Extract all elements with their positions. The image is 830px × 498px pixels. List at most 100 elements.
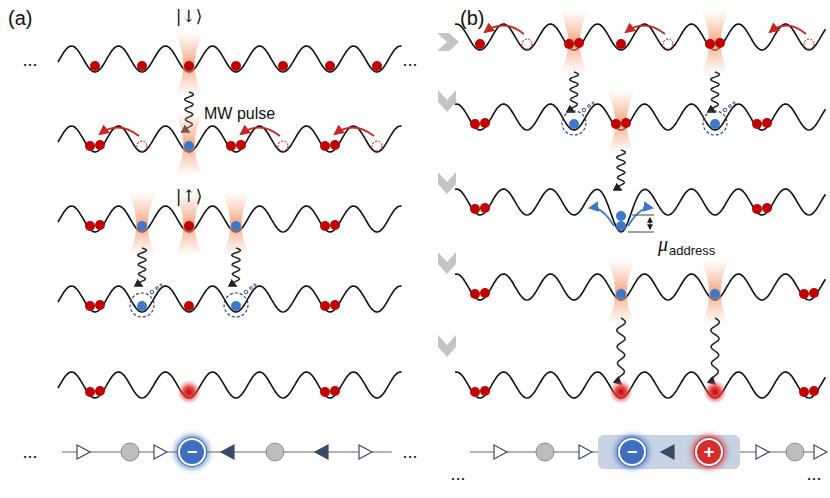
tunneling-arrow: [628, 208, 652, 226]
link-triangle: [579, 445, 592, 459]
text-label: ...: [450, 464, 465, 484]
subscript: address: [669, 243, 715, 258]
tunneling-arrow: [770, 25, 806, 34]
atom: [809, 288, 819, 298]
atom: [85, 387, 95, 397]
vacuum-site: [786, 443, 804, 461]
loss-particle: [250, 287, 253, 290]
addressing-beam: [175, 32, 203, 96]
loss-particle: [582, 108, 586, 112]
atom: [85, 141, 95, 151]
atom: [226, 141, 236, 151]
heating-halo: [562, 111, 586, 135]
atom: [475, 39, 485, 49]
empty-site: [663, 39, 673, 49]
empty-site: [372, 141, 382, 151]
tunneling-arrow: [590, 208, 614, 226]
fluorescing-atom: [177, 380, 201, 404]
lattice-potential: [455, 372, 826, 398]
atom: [184, 61, 194, 71]
atom: [320, 387, 330, 397]
link-triangle: [77, 445, 90, 459]
label-box: (a): [8, 7, 32, 30]
atom: [231, 301, 241, 311]
panel-label: (a): [8, 7, 32, 29]
energy-arrow: [650, 218, 651, 229]
atom: [470, 387, 480, 397]
charge-circle: +: [695, 438, 723, 466]
atom: [752, 204, 762, 214]
atom: [325, 61, 335, 71]
atom: [184, 141, 194, 151]
label-box: |↓⟩: [176, 6, 203, 26]
addressing-beam: [701, 260, 729, 324]
atom: [799, 387, 809, 397]
atom: [95, 140, 105, 150]
heating-halo: [703, 111, 727, 135]
addressing-beam: [560, 10, 588, 74]
panel-label: (b): [460, 7, 484, 29]
lattice-potential: [455, 104, 826, 130]
label-box: ...: [806, 464, 821, 485]
text-label: |↓⟩: [176, 6, 203, 26]
label-box: ...: [22, 50, 37, 71]
empty-site: [804, 39, 814, 49]
charge-circle: −: [618, 438, 646, 466]
loss-particle: [592, 102, 594, 104]
loss-particle: [150, 290, 154, 294]
atom: [320, 301, 330, 311]
link-triangle: [661, 445, 674, 459]
step-arrow: [438, 252, 456, 274]
tunneling-arrow: [485, 25, 524, 34]
link-triangle: [154, 445, 167, 459]
pair-band: [598, 435, 740, 469]
atom: [762, 118, 772, 128]
loss-particle: [733, 102, 735, 104]
atom: [184, 301, 194, 311]
loss-particle: [588, 105, 591, 108]
atom: [278, 61, 288, 71]
atom: [616, 211, 626, 221]
charge-sign: −: [627, 443, 638, 461]
addressing-beam: [607, 260, 635, 324]
atom: [330, 220, 340, 230]
charge-sign: −: [187, 443, 198, 461]
lattice-potential: [58, 126, 402, 152]
atom: [611, 119, 621, 129]
link-triangle: [221, 445, 234, 459]
microwave-arrow: [138, 248, 147, 286]
fluorescing-atom: [703, 380, 727, 404]
atom: [621, 118, 631, 128]
microwave-arrow: [711, 72, 720, 112]
atom: [705, 39, 715, 49]
loss-particle: [723, 108, 727, 112]
microwave-arrow: [570, 72, 579, 112]
atom: [231, 61, 241, 71]
level-tick: [632, 215, 654, 216]
atom: [330, 386, 340, 396]
atom: [236, 140, 246, 150]
atom: [95, 386, 105, 396]
loss-particle: [160, 284, 162, 286]
loss-particle: [254, 284, 256, 286]
lattice-potential: [58, 46, 402, 72]
text-label: ...: [22, 50, 37, 70]
atom: [616, 221, 626, 231]
atom: [330, 300, 340, 310]
atom: [320, 221, 330, 231]
empty-site: [522, 39, 532, 49]
vacuum-site: [266, 443, 284, 461]
atom: [330, 140, 340, 150]
microwave-arrow: [232, 248, 241, 286]
text-label: μ: [658, 233, 668, 255]
tunneling-arrow: [241, 127, 280, 136]
atom: [320, 141, 330, 151]
empty-site: [278, 141, 288, 151]
vacuum-site: [121, 443, 139, 461]
label-box: (b): [460, 7, 484, 30]
atom: [90, 61, 100, 71]
charge-sign: +: [704, 443, 715, 461]
addressing-beam: [128, 192, 156, 256]
label-box: μ: [658, 233, 668, 256]
atom: [480, 288, 490, 298]
